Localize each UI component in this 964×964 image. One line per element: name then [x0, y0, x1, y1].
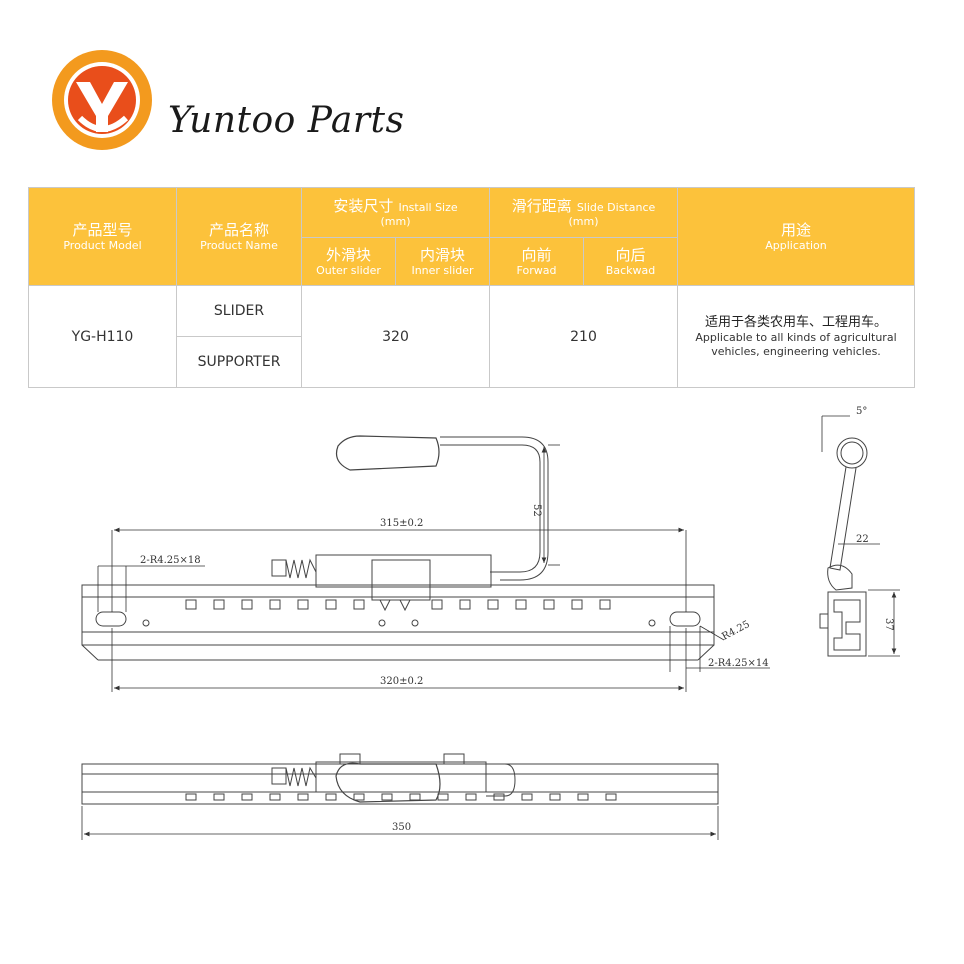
dim-37-label: 37 [883, 618, 894, 631]
header-slide-en: Slide Distance [576, 201, 656, 214]
front-view-dimensions [97, 444, 770, 692]
yuntoo-logo-icon [52, 50, 152, 150]
dim-radius-label: R4.25 [720, 619, 751, 643]
header-install-en: Install Size [398, 201, 458, 214]
header-slide-cn: 滑行距离 [511, 197, 572, 215]
header-outer-en: Outer slider [316, 264, 381, 277]
header-model-cn: 产品型号 [72, 221, 133, 239]
brand-name: Yuntoo Parts [168, 100, 405, 141]
header-name-en: Product Name [200, 239, 278, 252]
cell-slide: 210 [489, 285, 678, 388]
header-forward-cn: 向前 [521, 246, 552, 264]
header-forward: 向前 Forwad [489, 237, 584, 286]
dim-slot-left-label: 2-R4.25×18 [140, 555, 201, 566]
header-slide-unit: (mm) [568, 215, 599, 228]
side-view [819, 415, 900, 657]
header-backward: 向后 Backwad [583, 237, 678, 286]
bottom-view [81, 753, 719, 840]
spec-table: 产品型号 Product Model 产品名称 Product Name 安装尺… [28, 187, 915, 388]
dim-22-label: 22 [856, 534, 869, 545]
header-install-unit: (mm) [380, 215, 411, 228]
cell-install: 320 [301, 285, 490, 388]
header-backward-en: Backwad [605, 264, 656, 277]
header-slide: 滑行距离 Slide Distance (mm) [489, 187, 678, 238]
header-install: 安装尺寸 Install Size (mm) [301, 187, 490, 238]
header-name-cn: 产品名称 [208, 221, 269, 239]
header-inner-cn: 内滑块 [419, 246, 465, 264]
header-application: 用途 Application [677, 187, 915, 286]
header-inner: 内滑块 Inner slider [395, 237, 490, 286]
dim-angle-label: 5° [856, 406, 867, 417]
header-outer-cn: 外滑块 [325, 246, 371, 264]
header-install-cn: 安装尺寸 [333, 197, 394, 215]
header-application-cn: 用途 [780, 221, 811, 239]
cell-model: YG-H110 [28, 285, 177, 388]
header-model-en: Product Model [63, 239, 142, 252]
header-application-en: Application [765, 239, 827, 252]
dim-52-label: 52 [531, 504, 542, 517]
header-outer: 外滑块 Outer slider [301, 237, 396, 286]
dim-350-label: 350 [392, 822, 411, 833]
front-view-rail [81, 435, 715, 661]
header-backward-cn: 向后 [615, 246, 646, 264]
header-name: 产品名称 Product Name [176, 187, 302, 286]
header-forward-en: Forwad [516, 264, 557, 277]
application-en-line2: vehicles, engineering vehicles. [711, 345, 881, 358]
cell-name-slider: SLIDER [176, 285, 302, 337]
technical-drawing: 315±0.2 320±0.2 350 52 2-R4.25×18 2-R4.2… [81, 406, 900, 840]
dim-315-label: 315±0.2 [380, 518, 423, 529]
header-model: 产品型号 Product Model [28, 187, 177, 286]
cell-application: 适用于各类农用车、工程用车。 Applicable to all kinds o… [677, 285, 915, 388]
header-inner-en: Inner slider [411, 264, 474, 277]
cell-name-supporter: SUPPORTER [176, 336, 302, 388]
dim-slot-right-label: 2-R4.25×14 [708, 658, 769, 669]
dim-320-label: 320±0.2 [380, 676, 423, 687]
brand-header: Yuntoo Parts [50, 48, 450, 158]
application-en-line1: Applicable to all kinds of agricultural [695, 331, 897, 344]
application-cn: 适用于各类农用车、工程用车。 [704, 315, 887, 330]
